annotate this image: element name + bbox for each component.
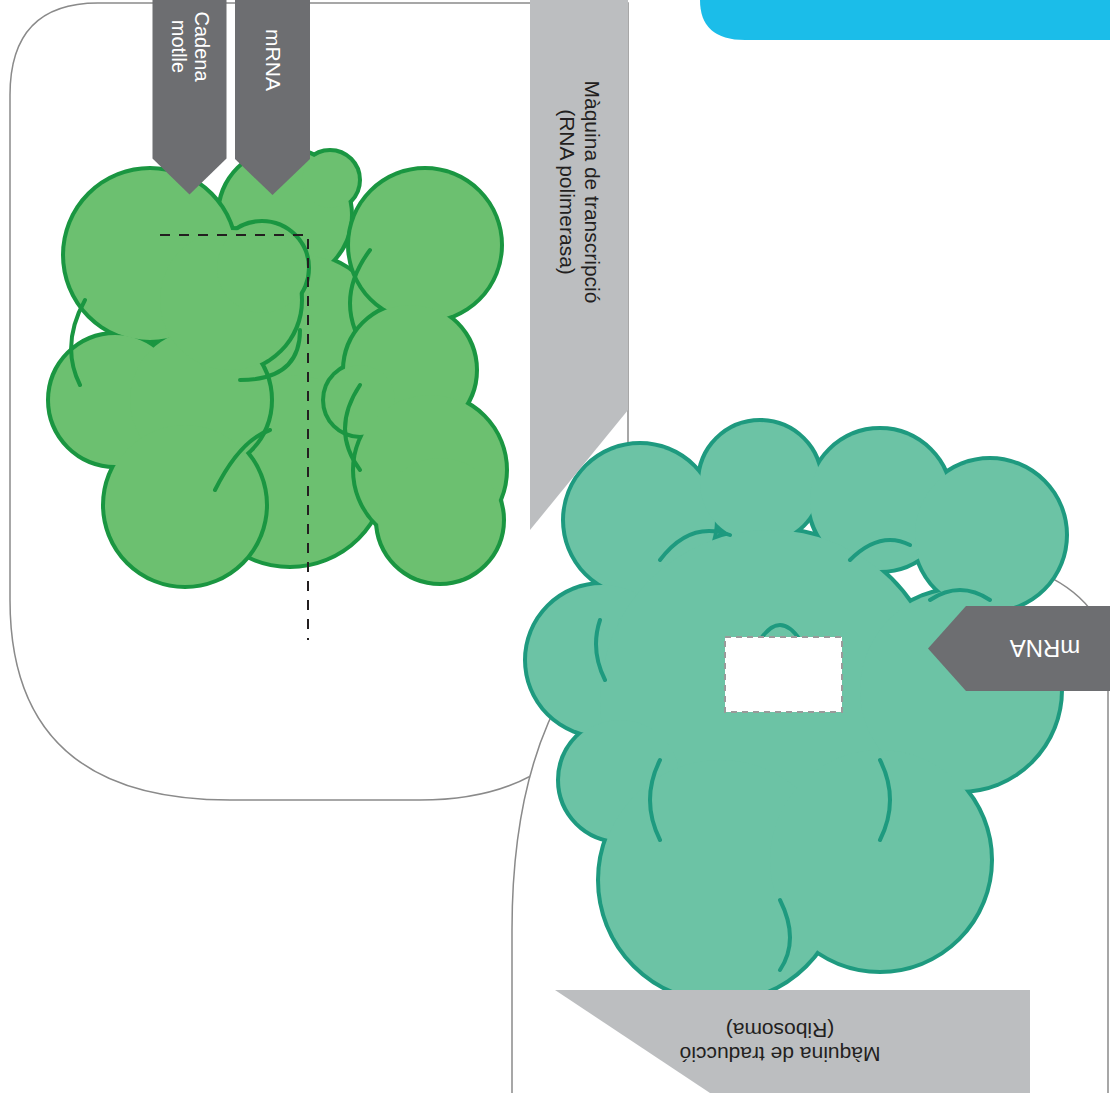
text-block: mRNA (260, 20, 285, 100)
tab-label: Màquina de traducció (Ribosoma) (660, 1016, 900, 1066)
tab-label: Màquina de transcripció (RNA polimerasa) (554, 62, 604, 322)
label-tab: Cadena motlle (152, 0, 226, 195)
tab-fill (235, 0, 310, 195)
ribosome-illustration (527, 422, 1065, 1000)
label-tab: Màquina de traducció (Ribosoma) (555, 990, 1030, 1093)
tab-fill (928, 606, 1110, 691)
label-tab: mRNA (928, 606, 1110, 691)
tab-label: Cadena motlle (165, 2, 212, 92)
text-block: Màquina de transcripció (RNA polimerasa) (554, 62, 604, 322)
tab-fill (152, 0, 226, 195)
label-tab: mRNA (235, 0, 310, 195)
text-block: Màquina de traducció (Ribosoma) (660, 1016, 900, 1066)
corner-band (700, 0, 1110, 40)
polymerase-illustration (50, 150, 505, 640)
tab-fill (555, 990, 1030, 1093)
text-block: mRNA (1000, 634, 1090, 662)
tab-shape (152, 0, 226, 195)
tab-label: mRNA (1000, 634, 1090, 662)
label-tab: Màquina de transcripció (RNA polimerasa) (530, 0, 628, 530)
tab-fill (530, 0, 628, 530)
tab-label: mRNA (260, 20, 285, 100)
text-block: Cadena motlle (165, 2, 212, 92)
